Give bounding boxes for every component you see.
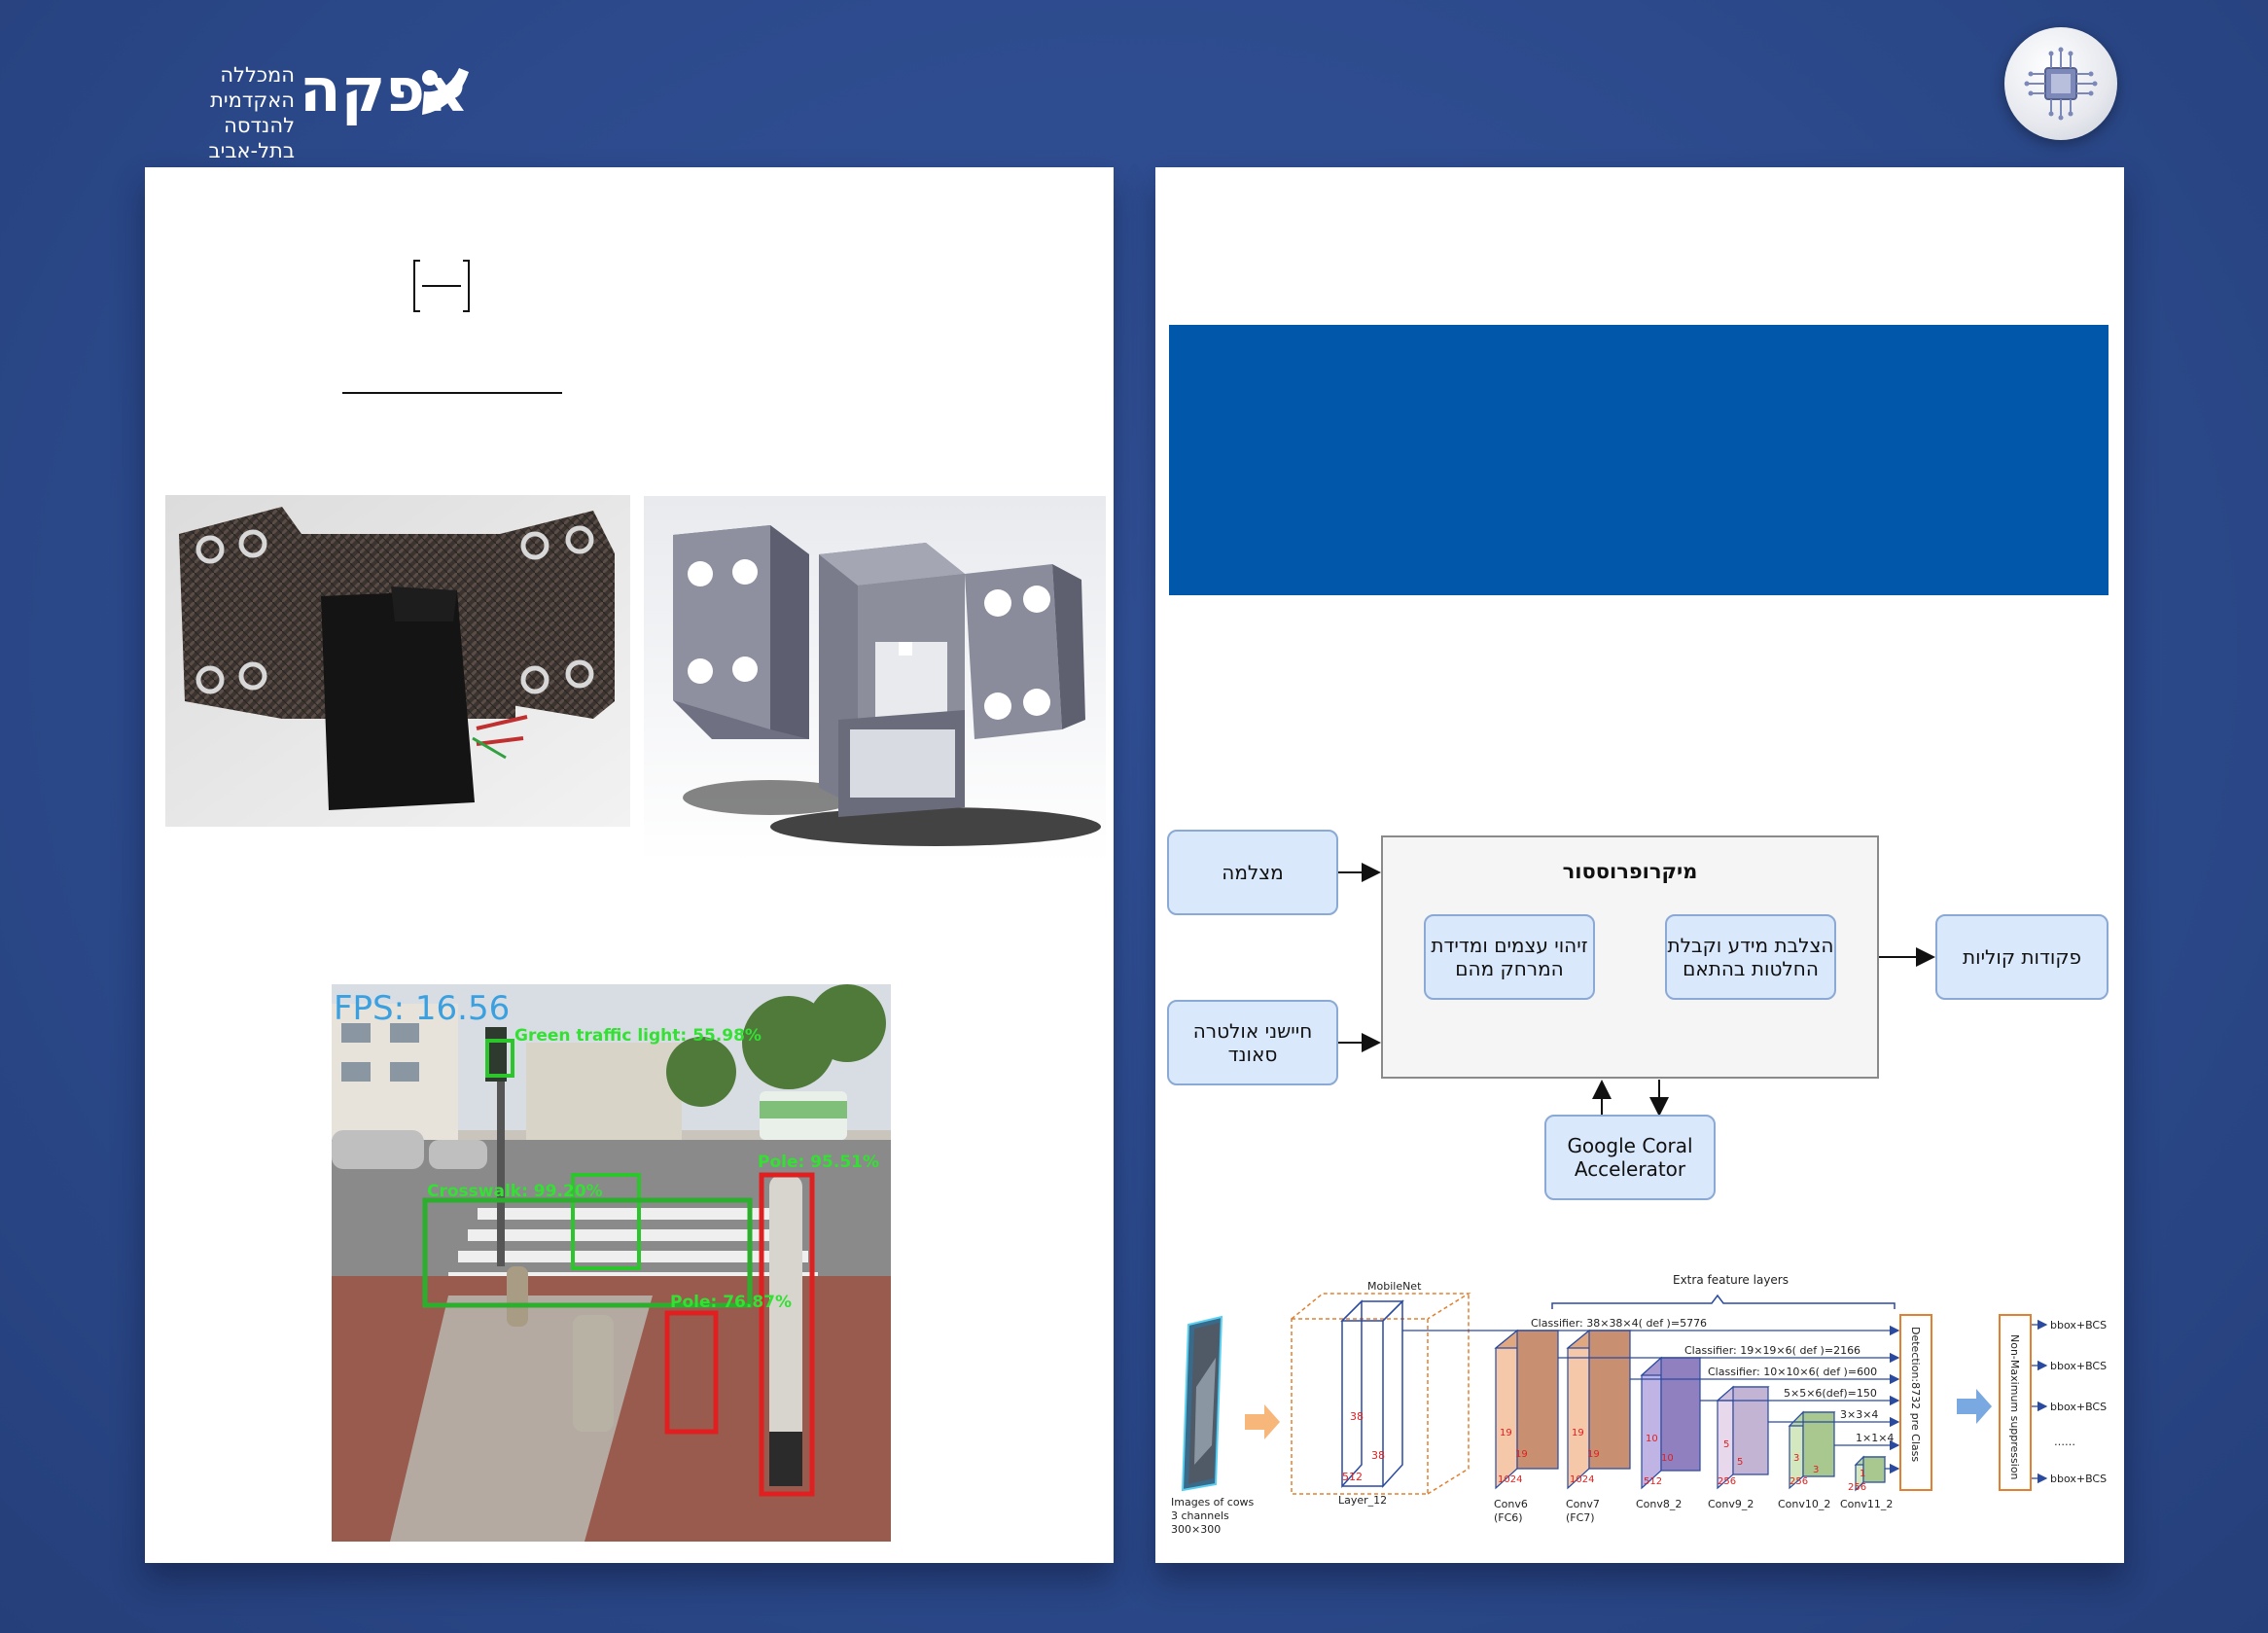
fps-readout: FPS: 16.56 — [334, 989, 510, 1028]
conv6-label: Conv6 — [1494, 1498, 1528, 1510]
data-fusion-line1: הצלבת מידע וקבלת — [1667, 934, 1834, 957]
dim-label: 19 — [1572, 1428, 1584, 1438]
bbox-output-1: bbox+BCS 1 — [2050, 1319, 2110, 1331]
system-block-diagram: מיקרופרוססור מצלמה חיישני אולטרה סאונד ז… — [1165, 827, 2110, 1206]
coral-line2: Accelerator — [1574, 1157, 1686, 1181]
voice-commands-node: פקודות קוליות — [1935, 914, 2109, 1000]
coral-accelerator-node: Google Coral Accelerator — [1544, 1115, 1716, 1200]
dim-label: 38 — [1350, 1410, 1364, 1423]
layer12-label: Layer_12 — [1338, 1494, 1387, 1507]
dim-label: 19 — [1500, 1428, 1512, 1438]
bbox-output-5: bbox+BCS 5 — [2050, 1473, 2110, 1485]
nms-label: Non-Maximum suppression — [2008, 1334, 2021, 1480]
dim-label: 19 — [1587, 1449, 1600, 1460]
dim-label: 10 — [1661, 1453, 1674, 1464]
dim-label: 1024 — [1570, 1474, 1594, 1485]
conv9-label: Conv9_2 — [1708, 1498, 1754, 1510]
conv7-label: Conv7 — [1566, 1498, 1600, 1510]
blue-title-block — [1169, 325, 2109, 595]
dim-label: 1 — [1860, 1469, 1865, 1479]
dim-label: 38 — [1371, 1449, 1385, 1462]
object-detection-line2: המרחק מהם — [1455, 957, 1564, 980]
formula-fraction-line — [342, 392, 562, 394]
dim-label: 512 — [1644, 1476, 1662, 1487]
object-detection-line1: זיהוי עצמים ומדידת — [1431, 934, 1588, 957]
detection-box — [1899, 1314, 1932, 1491]
label-pole-tall: Pole: 95.51% — [758, 1153, 879, 1172]
camera-node: מצלמה — [1167, 830, 1338, 915]
classifier-label-5: 3×3×4 — [1840, 1408, 1878, 1421]
logo-subtitle-line1: המכללה האקדמית — [210, 63, 295, 112]
object-detection-node: זיהוי עצמים ומדידת המרחק מהם — [1424, 914, 1595, 1000]
mobilenet-box — [1291, 1293, 1471, 1495]
ssd-architecture-diagram: Extra feature layers Images of cows 3 ch… — [1171, 1273, 2110, 1536]
classifier-label-2: Classifier: 19×19×6( def )=2166 — [1684, 1344, 1860, 1357]
dim-label: 19 — [1515, 1449, 1528, 1460]
dim-label: 5 — [1737, 1457, 1743, 1468]
classifier-label-6: 1×1×4 — [1856, 1432, 1894, 1444]
input-label-line1: Images of cows — [1171, 1496, 1255, 1509]
conv6-sublabel: (FC6) — [1494, 1511, 1523, 1524]
conv11-label: Conv11_2 — [1840, 1498, 1893, 1510]
classifier-label-3: Classifier: 10×10×6( def )=600 — [1708, 1366, 1877, 1378]
classifier-label-4: 5×5×6(def)=150 — [1784, 1387, 1877, 1400]
conv7-sublabel: (FC7) — [1566, 1511, 1595, 1524]
dim-label: 256 — [1718, 1476, 1736, 1487]
dim-label: 3 — [1793, 1453, 1799, 1464]
input-image-stack — [1181, 1315, 1223, 1492]
object-detection-street-image: FPS: 16.56 Green traffic light: 55.98% P… — [332, 984, 891, 1542]
dim-label: 256 — [1848, 1482, 1866, 1493]
dim-label: 3 — [1813, 1465, 1819, 1475]
dim-label: 5 — [1723, 1439, 1729, 1450]
flow-arrow-icon — [1957, 1389, 1992, 1424]
formula-bracket-graphic — [413, 260, 470, 312]
label-pole-short: Pole: 76.87% — [670, 1293, 792, 1312]
logo-mark-icon — [422, 68, 469, 115]
extra-layers-label: Extra feature layers — [1673, 1273, 1789, 1287]
coral-line1: Google Coral — [1567, 1134, 1693, 1157]
dim-label: 1024 — [1498, 1474, 1522, 1485]
device-photo — [165, 495, 630, 827]
input-label-line2: 3 channels — [1171, 1509, 1229, 1522]
detection-label: Detection:8732 pre Class — [1909, 1327, 1922, 1462]
conv10-label: Conv10_2 — [1778, 1498, 1830, 1510]
bbox-ellipsis: …… — [2054, 1436, 2075, 1448]
label-crosswalk: Crosswalk: 99.20% — [427, 1182, 603, 1201]
mobilenet-label: MobileNet — [1367, 1280, 1422, 1293]
logo-subtitle-line2: להנדסה בתל-אביב — [208, 114, 295, 162]
flow-arrow-icon — [1245, 1404, 1280, 1439]
bbox-output-2: bbox+BCS 2 — [2050, 1360, 2110, 1372]
data-fusion-line2: החלטות בהתאם — [1683, 957, 1819, 980]
microprocessor-title: מיקרופרוססור — [1562, 860, 1698, 883]
dim-label: 512 — [1342, 1471, 1363, 1483]
label-traffic-light: Green traffic light: 55.98% — [514, 1026, 762, 1046]
classifier-label-1: Classifier: 38×38×4( def )=5776 — [1531, 1317, 1707, 1330]
bbox-output-3: bbox+BCS 3 — [2050, 1401, 2110, 1413]
dim-label: 256 — [1790, 1476, 1808, 1487]
logo-subtitle: המכללה האקדמית להנדסה בתל-אביב — [144, 62, 295, 163]
conv8-label: Conv8_2 — [1636, 1498, 1682, 1510]
ultrasonic-sensors-node: חיישני אולטרה סאונד — [1167, 1000, 1338, 1085]
chip-badge-icon — [2004, 27, 2117, 140]
dim-label: 10 — [1646, 1434, 1658, 1444]
college-logo: המכללה האקדמית להנדסה בתל-אביב אפקה — [144, 56, 470, 163]
cad-render-image — [644, 496, 1106, 864]
data-fusion-node: הצלבת מידע וקבלת החלטות בהתאם — [1665, 914, 1836, 1000]
input-label-line3: 300×300 — [1171, 1523, 1221, 1536]
nms-box — [1999, 1314, 2032, 1491]
